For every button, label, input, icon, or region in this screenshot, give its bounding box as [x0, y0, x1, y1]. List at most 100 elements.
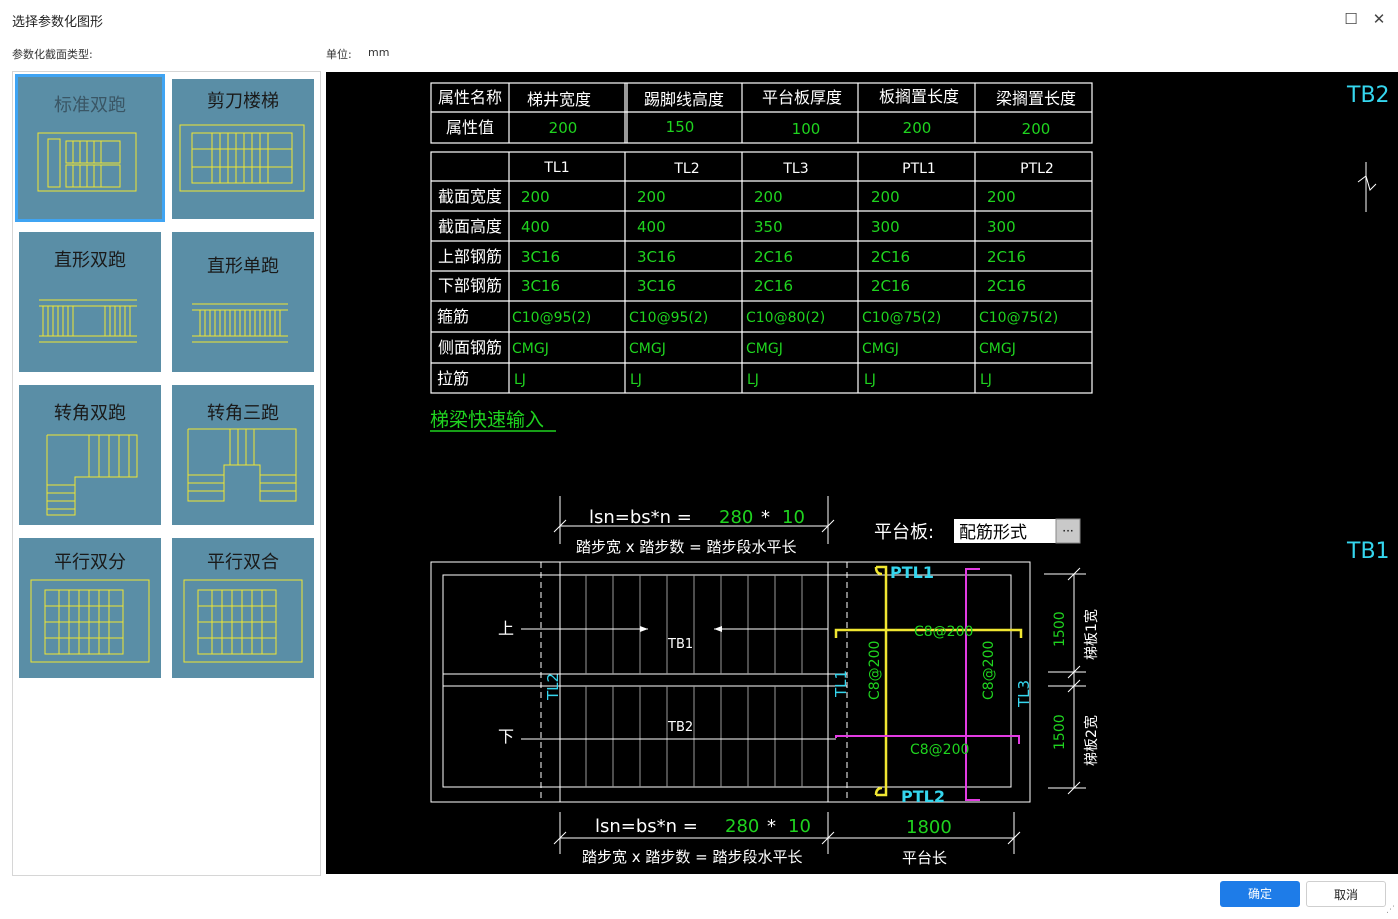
beam-row-label: 箍筋 [437, 307, 469, 326]
beam-cell[interactable]: 2C16 [871, 277, 910, 295]
walk-arrows [521, 626, 836, 740]
beam-cell[interactable]: 2C16 [987, 248, 1026, 266]
beam-cell[interactable]: 200 [521, 188, 550, 206]
beam-cell[interactable]: LJ [630, 372, 642, 388]
thumb-corner-triple-run[interactable]: 转角三跑 [172, 385, 314, 525]
beam-cell[interactable]: 2C16 [871, 248, 910, 266]
ok-button[interactable]: 确定 [1220, 881, 1300, 907]
tl2-label: TL2 [544, 673, 562, 701]
unit-value: mm [368, 46, 390, 59]
thumb-label: 剪刀楼梯 [207, 91, 279, 112]
board1-width-label: 梯板1宽 [1083, 609, 1100, 660]
beam-cell[interactable]: 200 [637, 188, 666, 206]
thumb-straight-double-run[interactable]: 直形双跑 [19, 232, 161, 372]
thumb-label: 标准双跑 [54, 95, 126, 116]
bottom-step-count[interactable]: 10 [788, 816, 811, 837]
close-icon[interactable]: ✕ [1372, 10, 1386, 28]
platform-more-button[interactable] [1055, 518, 1081, 544]
bottom-formula-caption: 踏步宽 x 踏步数 = 踏步段水平长 [582, 848, 803, 866]
beam-cell[interactable]: 3C16 [521, 248, 560, 266]
beam-cell[interactable]: C10@75(2) [979, 310, 1058, 326]
beam-header-tl1: TL1 [543, 160, 569, 176]
beam-cell[interactable]: 300 [987, 218, 1016, 236]
rebar-h2-label[interactable]: C8@200 [910, 742, 969, 758]
attr-value-slab-thickness[interactable]: 100 [792, 120, 821, 138]
beam-header-tl2: TL2 [673, 161, 699, 177]
ptl2-label: PTL2 [901, 787, 945, 806]
bottom-times: * [767, 816, 776, 837]
thumb-straight-single-run[interactable]: 直形单跑 [172, 232, 314, 372]
beam-cell[interactable]: CMGJ [512, 341, 549, 357]
bottom-step-width[interactable]: 280 [725, 816, 759, 837]
beam-cell[interactable]: CMGJ [979, 341, 1016, 357]
dim-board2[interactable]: 1500 [1052, 714, 1068, 750]
thumb-scissor-stair[interactable]: 剪刀楼梯 [172, 79, 314, 219]
top-step-count[interactable]: 10 [782, 507, 805, 528]
thumb-corner-double-run[interactable]: 转角双跑 [19, 385, 161, 525]
dim-board1[interactable]: 1500 [1052, 611, 1068, 647]
beam-cell[interactable]: 3C16 [521, 277, 560, 295]
tb1-label: TB1 [667, 637, 693, 652]
thumb-parallel-split[interactable]: 平行双分 [19, 538, 161, 678]
cancel-button[interactable]: 取消 [1306, 881, 1386, 907]
beam-cell[interactable]: 400 [521, 218, 550, 236]
right-dimension-lines [1044, 567, 1086, 795]
platform-select-value[interactable]: 配筋形式 [959, 523, 1027, 543]
beam-row-label: 拉筋 [437, 369, 469, 388]
beam-cell[interactable]: 2C16 [987, 277, 1026, 295]
beam-cell[interactable]: 300 [871, 218, 900, 236]
attr-header-well-width: 梯井宽度 [527, 90, 591, 109]
bottom-formula-prefix: lsn=bs*n = [595, 816, 698, 837]
beam-cell[interactable]: C10@80(2) [746, 310, 825, 326]
platform-length-value[interactable]: 1800 [906, 817, 952, 838]
beam-cell[interactable]: 350 [754, 218, 783, 236]
beam-cell[interactable]: 200 [754, 188, 783, 206]
beam-cell[interactable]: LJ [514, 372, 526, 388]
beam-cell[interactable]: CMGJ [746, 341, 783, 357]
unit-label: 单位: [326, 48, 352, 61]
beam-cell[interactable]: 2C16 [754, 277, 793, 295]
beam-cell[interactable]: 3C16 [637, 277, 676, 295]
thumb-label: 转角双跑 [54, 403, 126, 424]
beam-cell[interactable]: 2C16 [754, 248, 793, 266]
attr-header-kick-height: 踢脚线高度 [644, 90, 724, 109]
rebar-v-label[interactable]: C8@200 [867, 641, 883, 700]
top-formula-caption: 踏步宽 x 踏步数 = 踏步段水平长 [576, 538, 797, 556]
beam-cell[interactable]: C10@95(2) [512, 310, 591, 326]
top-step-width[interactable]: 280 [719, 507, 753, 528]
platform-select[interactable] [954, 519, 1056, 543]
beam-cell[interactable]: CMGJ [862, 341, 899, 357]
beam-cell[interactable]: C10@95(2) [629, 310, 708, 326]
resize-grip-icon[interactable]: ⋰ [1386, 905, 1395, 915]
beam-header-ptl2: PTL2 [1020, 161, 1054, 177]
beam-cell[interactable]: CMGJ [629, 341, 666, 357]
attr-value-well-width[interactable]: 200 [549, 119, 578, 137]
beam-cell[interactable]: LJ [864, 372, 876, 388]
maximize-icon[interactable]: ☐ [1344, 10, 1358, 28]
thumb-parallel-split-graphic [30, 579, 150, 663]
ptl1-label: PTL1 [890, 563, 934, 582]
thumb-parallel-merge[interactable]: 平行双合 [172, 538, 314, 678]
thumb-standard-double-run[interactable]: 标准双跑 [15, 74, 165, 222]
drawing-canvas: 属性名称 梯井宽度 踢脚线高度 平台板厚度 板搁置长度 梁搁置长度 属性值 20… [326, 72, 1398, 874]
beam-cell[interactable]: LJ [980, 372, 992, 388]
attr-value-beam-bearing[interactable]: 200 [1022, 120, 1051, 138]
rebar-h-label[interactable]: C8@200 [914, 624, 973, 640]
beam-cell[interactable]: 3C16 [637, 248, 676, 266]
thumb-label: 平行双分 [54, 552, 126, 573]
beam-cell[interactable]: 200 [987, 188, 1016, 206]
quick-input-link[interactable]: 梯梁快速输入 [430, 409, 544, 431]
beam-cell[interactable]: 200 [871, 188, 900, 206]
attr-value-kick-height[interactable]: 150 [666, 118, 695, 136]
beam-cell[interactable]: C10@75(2) [862, 310, 941, 326]
thumb-label: 直形双跑 [54, 250, 126, 271]
beam-cell[interactable]: 400 [637, 218, 666, 236]
attr-value-slab-bearing[interactable]: 200 [903, 119, 932, 137]
bottom-dimension-lines [553, 812, 1021, 854]
rebar-v2-label[interactable]: C8@200 [981, 641, 997, 700]
up-label: 上 [498, 619, 514, 638]
beam-header-tl3: TL3 [782, 161, 808, 177]
beam-cell[interactable]: LJ [747, 372, 759, 388]
more-icon[interactable]: ··· [1062, 524, 1073, 538]
beam-row-label: 截面高度 [438, 217, 502, 236]
